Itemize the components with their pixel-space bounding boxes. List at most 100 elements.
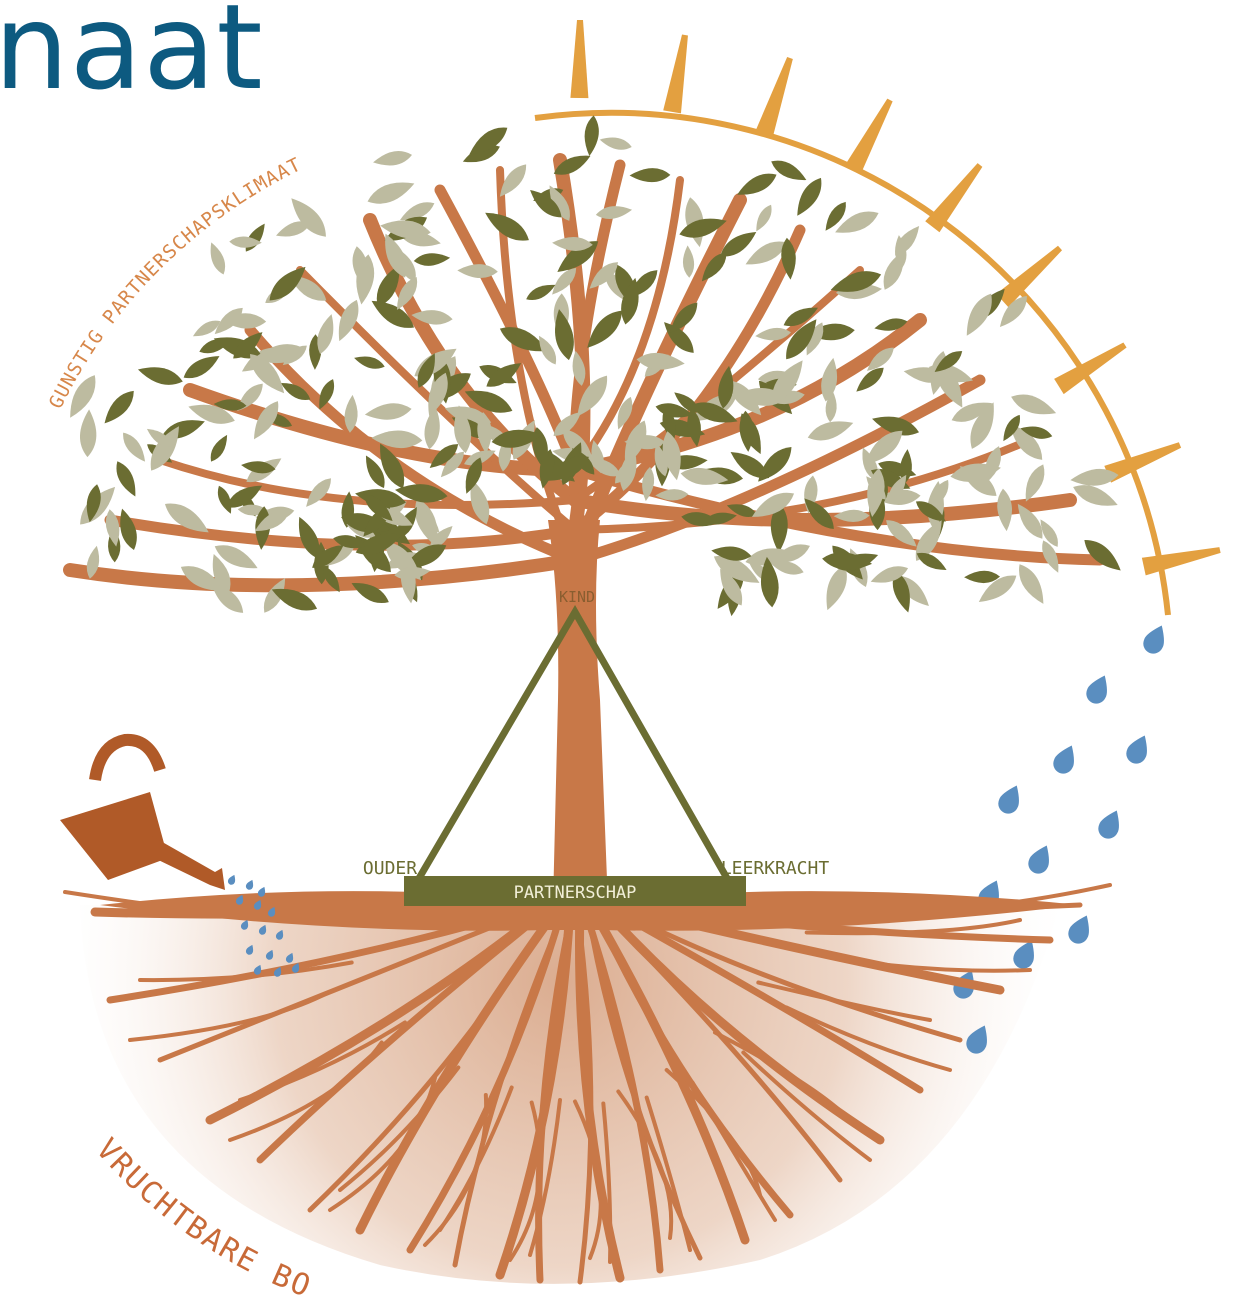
leaf [680, 467, 729, 485]
branch [569, 464, 1106, 566]
sun-ray [570, 19, 589, 99]
leaf [394, 567, 431, 580]
leaf [417, 353, 435, 388]
leaf [964, 570, 1000, 584]
leaf [120, 508, 137, 550]
leaf [213, 399, 247, 411]
sun-ray [1104, 442, 1182, 483]
leaf [428, 372, 448, 416]
leaf [771, 160, 807, 181]
leaf [79, 409, 97, 458]
leaf [662, 431, 681, 481]
rain-drop-icon [1013, 940, 1034, 969]
leaf [1003, 414, 1021, 442]
root [128, 990, 331, 1042]
branch [568, 493, 1077, 527]
leaf [317, 314, 334, 355]
root [138, 960, 354, 983]
leaf [718, 365, 734, 409]
leaf [396, 277, 418, 310]
leaf [730, 451, 770, 479]
leaf [978, 575, 1017, 602]
leaf [306, 478, 331, 507]
leaf [367, 182, 415, 204]
leaf [539, 449, 555, 489]
leaf [469, 127, 508, 155]
root [664, 1068, 762, 1197]
rain-drop-icon [1068, 915, 1089, 944]
leaf [354, 356, 385, 369]
leaf [364, 494, 393, 521]
leaf [552, 237, 593, 251]
leaf [424, 406, 440, 450]
leaf [539, 335, 557, 365]
leaf [1070, 468, 1119, 486]
rain-drops [953, 625, 1164, 1054]
leaf [477, 412, 492, 454]
leaf [629, 168, 671, 183]
leaf [380, 220, 431, 239]
leaf [491, 429, 543, 448]
leaf [883, 250, 904, 290]
leaf [380, 443, 405, 489]
leaf [781, 237, 796, 280]
leaf [123, 432, 146, 462]
leaf [465, 457, 483, 494]
root [616, 1089, 674, 1240]
leaf [210, 242, 226, 275]
leaf [966, 293, 992, 336]
leaf [485, 212, 529, 241]
leaf [915, 520, 942, 561]
root [508, 1100, 542, 1262]
leaf [755, 327, 792, 341]
leaf [486, 363, 522, 387]
leaf [552, 267, 577, 295]
leaf [355, 533, 403, 555]
leaf [870, 566, 909, 583]
leaf [915, 501, 946, 522]
leaf [687, 408, 701, 447]
leaf [745, 548, 790, 566]
leaf [454, 405, 472, 454]
leaf [440, 451, 464, 478]
branch [156, 456, 579, 509]
root [573, 1099, 603, 1260]
leaf [464, 390, 513, 413]
root [452, 902, 570, 1268]
leaf [146, 428, 173, 447]
leaf [1020, 426, 1053, 439]
leaf [786, 319, 817, 360]
parent-label: OUDER [363, 858, 417, 879]
leaf [183, 356, 220, 379]
leaf [549, 185, 570, 221]
leaf [312, 544, 344, 568]
leaf [1042, 540, 1059, 573]
leaf [291, 198, 326, 237]
root-base [100, 891, 1080, 931]
rain-drop-icon [253, 899, 262, 910]
leaf [807, 421, 854, 441]
leaf [619, 447, 637, 491]
leaf [761, 556, 779, 608]
leaf [557, 241, 599, 272]
partnership-label: PARTNERSCHAP [514, 883, 637, 903]
leaf [462, 145, 500, 163]
rain-drop-icon [1126, 735, 1147, 764]
leaf [726, 504, 758, 518]
root [575, 900, 625, 1283]
rain-drop-icon [245, 879, 254, 890]
leaf [950, 463, 1001, 482]
root [238, 1020, 407, 1102]
leaf [352, 246, 368, 287]
leaf [188, 404, 235, 424]
leaf [137, 367, 183, 385]
sun-ray [845, 98, 893, 174]
leaf [1019, 564, 1044, 604]
leaf [617, 396, 633, 430]
leaf [365, 455, 385, 489]
leaf [371, 300, 415, 328]
root [423, 1093, 489, 1247]
leaf [866, 476, 886, 500]
rain-drop-icon [291, 962, 300, 973]
root [228, 1040, 384, 1142]
